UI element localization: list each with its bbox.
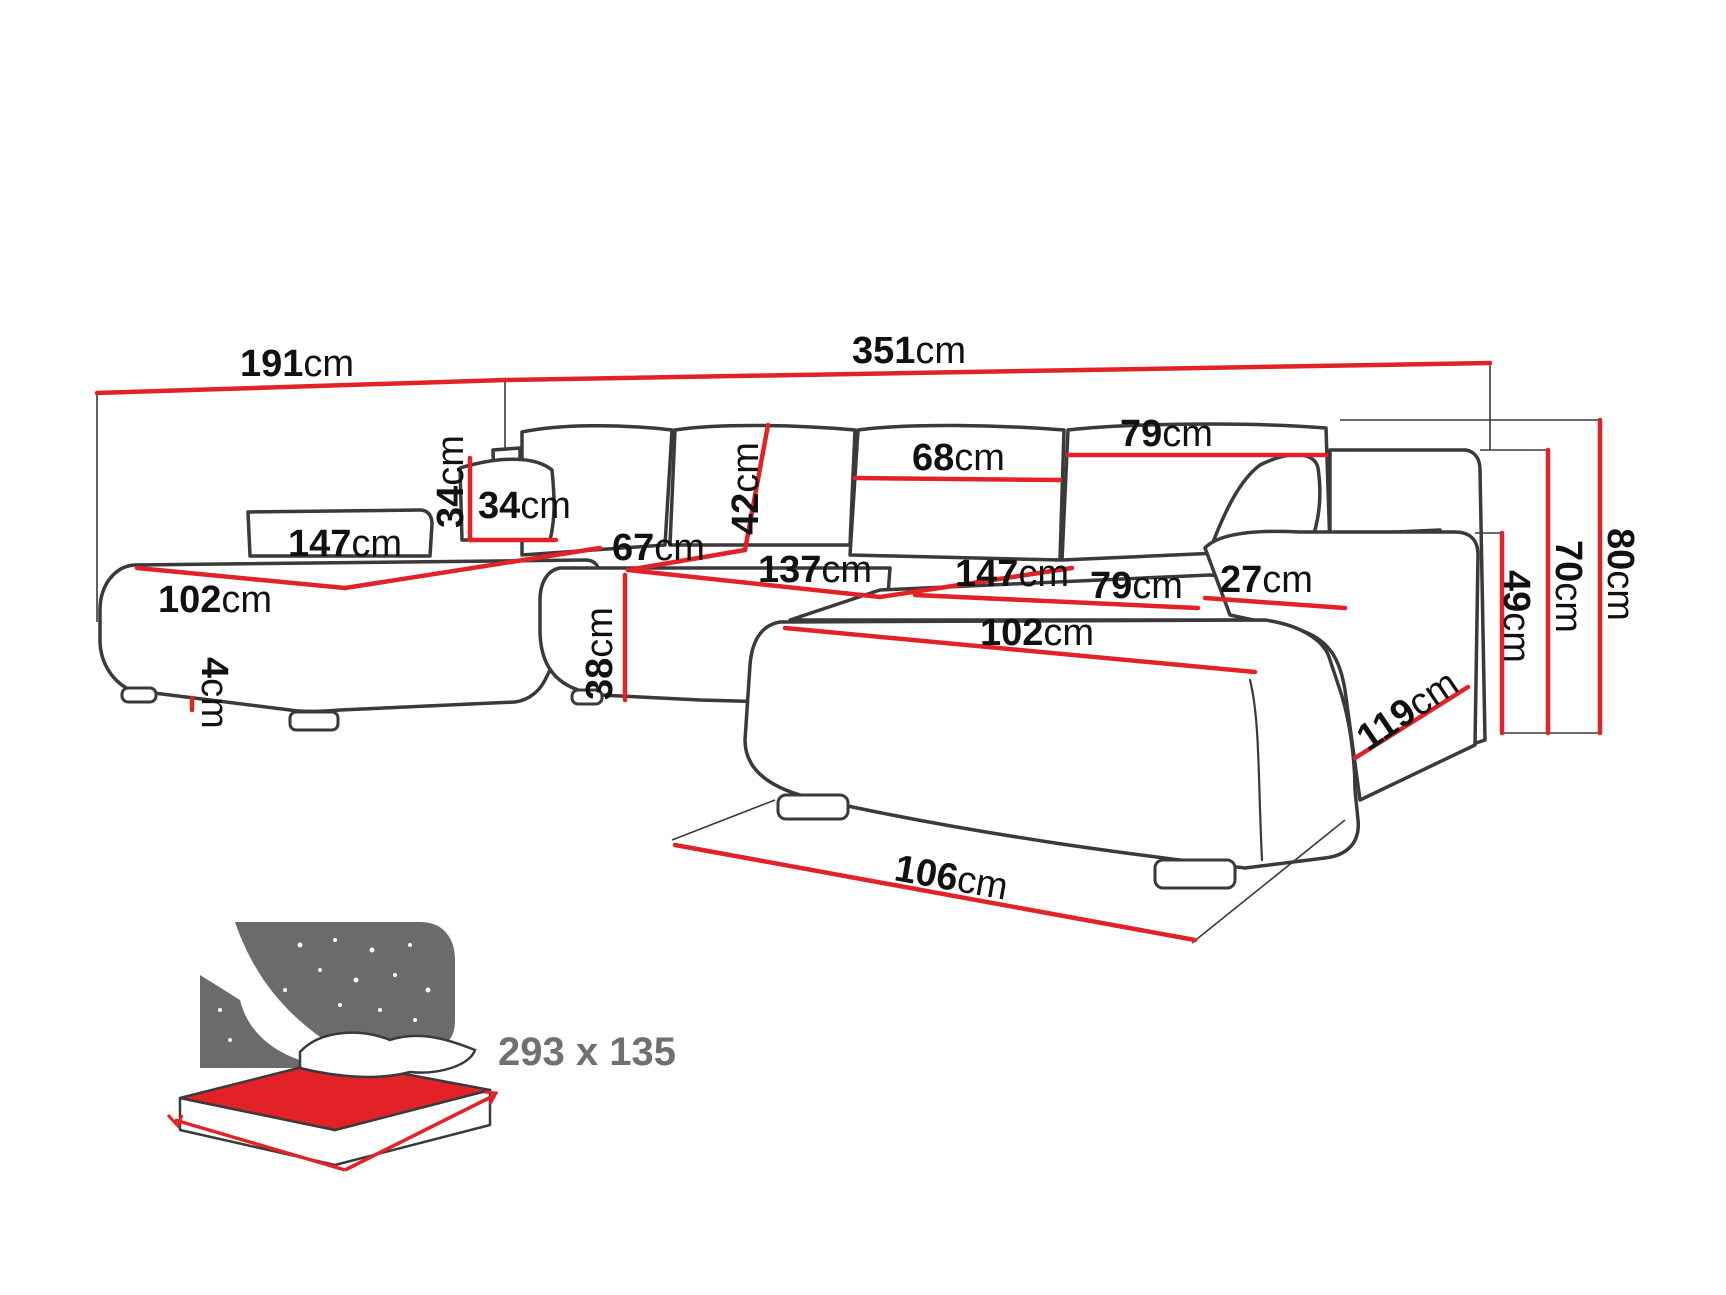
dim-line-147-right [877, 565, 1075, 600]
leg [288, 710, 340, 732]
leg [1153, 858, 1237, 890]
label-38: 38cm [579, 607, 621, 700]
label-80: 80cm [1599, 528, 1641, 621]
guide-lines [96, 363, 1600, 944]
label-67: 67cm [612, 527, 705, 569]
dim-line-67 [625, 547, 748, 573]
dim-line-106 [672, 842, 1198, 943]
leg [120, 686, 158, 704]
label-102-right: 102cm [980, 612, 1094, 654]
dim-line-79-right [912, 592, 1201, 611]
dim-line-102-left [134, 565, 348, 591]
label-68: 68cm [912, 437, 1005, 479]
dim-line-191 [94, 377, 508, 396]
dim-line-119 [1352, 684, 1471, 761]
night-sky-bed-icon [166, 922, 499, 1172]
label-34-horizontal: 34cm [478, 485, 571, 527]
dim-line-102-right [782, 625, 1258, 675]
dim-line-68 [852, 475, 1063, 483]
label-79-right: 79cm [1090, 565, 1183, 607]
stars [218, 938, 431, 1042]
sofa-outline [98, 422, 1487, 890]
leg [570, 688, 604, 706]
label-106: 106cm [891, 848, 1011, 909]
label-42: 42cm [725, 442, 767, 535]
leg [776, 793, 850, 821]
label-191: 191cm [240, 343, 354, 385]
label-147-right: 147cm [955, 553, 1069, 595]
dim-line-42 [742, 422, 771, 553]
label-70: 70cm [1547, 540, 1589, 633]
dim-line-147-left [342, 545, 603, 591]
label-147-left: 147cm [288, 523, 402, 565]
label-34-vertical: 34cm [430, 435, 472, 528]
label-137: 137cm [758, 549, 872, 591]
label-79-top: 79cm [1120, 413, 1213, 455]
dimension-lines [94, 360, 1603, 943]
bed-surface [178, 1058, 492, 1132]
dimension-labels: 191cm 351cm 34cm 34cm 147cm 102cm 67cm 4… [158, 330, 1641, 909]
dim-line-351 [502, 360, 1493, 383]
label-351: 351cm [852, 330, 966, 372]
label-27: 27cm [1220, 559, 1313, 601]
label-4: 4cm [193, 657, 235, 729]
label-102-left: 102cm [158, 579, 272, 621]
dim-line-137 [625, 567, 883, 600]
label-49: 49cm [1495, 570, 1537, 663]
dim-line-27 [1202, 595, 1348, 611]
bed-size-label: 293 x 135 [498, 1030, 676, 1074]
